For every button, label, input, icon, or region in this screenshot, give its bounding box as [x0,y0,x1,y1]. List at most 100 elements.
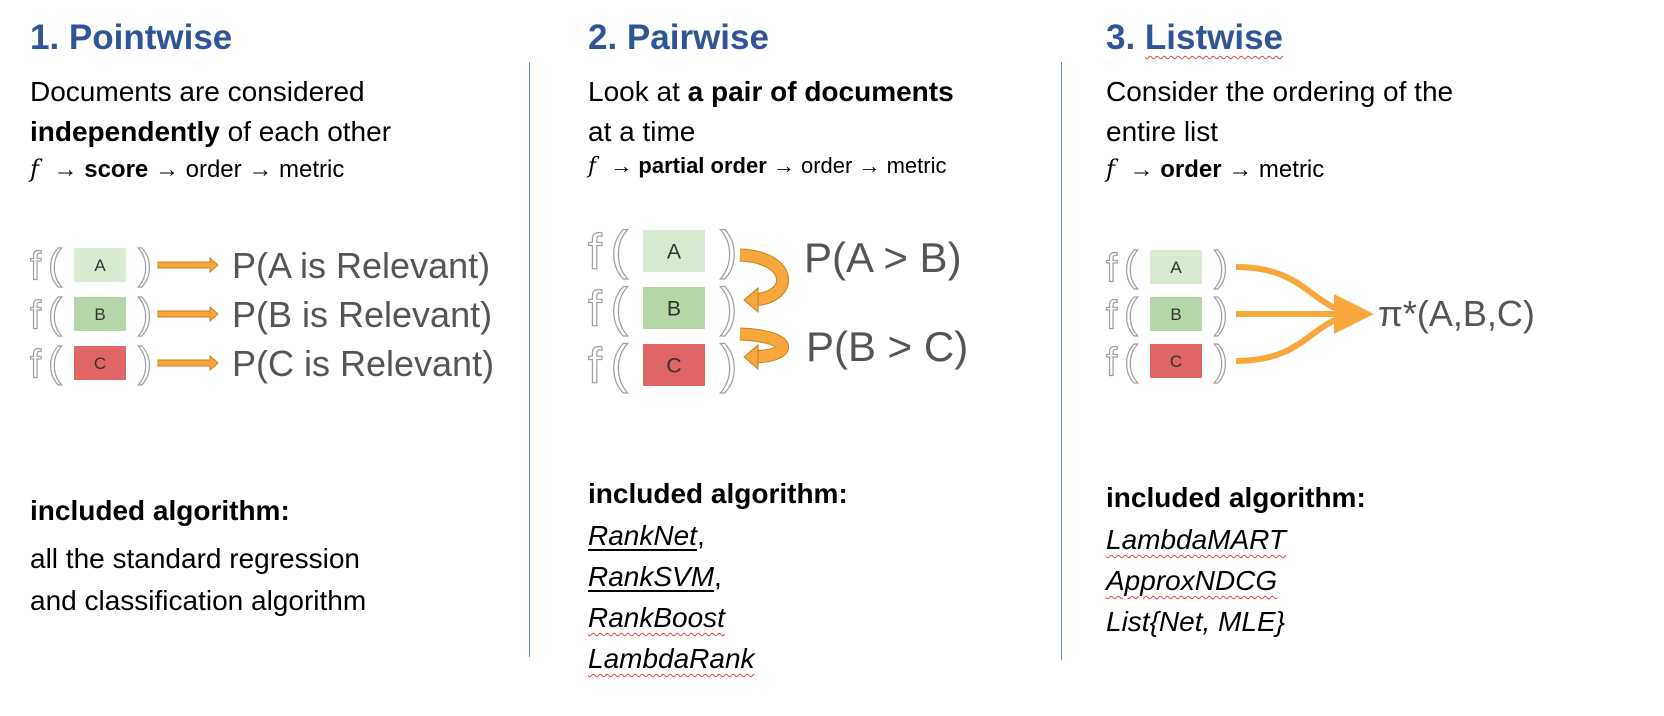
function-glyph: f [1106,340,1118,384]
listwise-desc-line2: entire list [1106,116,1219,147]
arrow-head-icon [743,343,759,371]
algo-name: RankNet [588,520,697,551]
open-paren: ( [48,241,62,288]
column-divider-1 [529,62,530,657]
output-probability: P(B is Relevant) [232,294,492,335]
pairwise-diagram: f(A)f(B)f(C)P(A > B)P(B > C) [587,220,968,394]
open-paren: ( [1124,243,1138,290]
algo-name: LambdaMART [1106,524,1287,555]
function-glyph: f [30,293,42,337]
open-paren: ( [611,221,629,280]
document-box [643,230,705,272]
function-glyph: f [1106,293,1118,337]
document-label: C [666,354,681,378]
document-label: B [667,297,681,321]
algo-item: List{Net, MLE} [1106,601,1286,642]
function-glyph: f [1106,246,1118,290]
listwise-diagram: f(A)f(B)f(C)π*(A,B,C) [1105,242,1534,385]
close-paren: ) [720,221,737,280]
pairwise-description: Look at a pair of documents at a time [588,72,954,152]
algo-name: RankBoost [588,602,725,633]
close-paren: ) [138,290,152,337]
pairwise-desc-line2: at a time [588,116,696,147]
pointwise-algo-line1: all the standard regression [30,543,360,574]
listwise-title-num: 3. [1106,18,1145,57]
formula-rest: → order → metric [766,153,947,178]
pointwise-desc-line1: Documents are considered [30,76,365,107]
arrow-head-icon [1334,294,1374,334]
pointwise-algo-heading: included algorithm: [30,495,290,526]
pair-output: P(B > C) [806,323,968,370]
document-label: C [1170,352,1182,371]
algo-name: LambdaRank [588,643,755,674]
pointwise-algo-line2: and classification algorithm [30,585,367,616]
open-paren: ( [611,335,629,394]
open-paren: ( [48,290,62,337]
arrow-icon [157,305,219,323]
document-label: A [1170,258,1182,277]
pairwise-panel: 2. Pairwise Look at a pair of documents … [587,0,1058,716]
pointwise-desc-rest: of each other [219,116,392,147]
pair-output: P(A > B) [804,234,962,281]
document-label: A [94,256,106,275]
pointwise-title: 1. Pointwise [30,18,233,57]
document-box [74,346,126,380]
document-box [643,287,705,329]
formula-bold: order [1160,156,1222,183]
listwise-title: 3. Listwise [1106,18,1283,58]
pairwise-formula: f → partial order → order → metric [588,153,946,179]
listwise-description: Consider the ordering of the entire list [1106,72,1453,152]
function-glyph: f [30,342,42,386]
document-label: B [1170,305,1181,324]
close-paren: ) [138,339,152,386]
formula-arrow: → [1122,156,1161,183]
function-glyph: f [588,338,602,394]
algo-name: List{Net, MLE} [1106,606,1285,637]
listwise-title-word: Listwise [1144,18,1284,57]
document-label: B [94,305,105,324]
document-box [643,344,705,386]
algo-name: ApproxNDCG [1106,565,1278,596]
close-paren: ) [720,278,737,337]
document-box [74,297,126,331]
close-paren: ) [1214,290,1228,337]
algo-item: RankSVM, [588,556,755,597]
close-paren: ) [720,335,737,394]
open-paren: ( [611,278,629,337]
formula-rest: → order → metric [148,156,345,183]
function-glyph: f [588,281,602,337]
open-paren: ( [1124,337,1138,384]
formula-bold: partial order [638,153,767,178]
algo-item: LambdaMART [1106,519,1286,560]
listwise-desc-line1: Consider the ordering of the [1106,76,1454,107]
pointwise-desc-bold: independently [30,116,220,147]
function-glyph: f [588,224,602,280]
output-probability: P(A is Relevant) [232,245,490,286]
arrow-icon [157,354,219,372]
open-paren: ( [48,339,62,386]
pointwise-description: Documents are considered independently o… [30,72,391,152]
output-probability: P(C is Relevant) [232,343,494,384]
pairwise-algo-list: RankNet, RankSVM, RankBoost LambdaRank [588,515,755,679]
listwise-algo-list: LambdaMART ApproxNDCG List{Net, MLE} [1106,519,1286,642]
close-paren: ) [138,241,152,288]
listwise-formula: f → order → metric [1106,155,1324,184]
curved-arrow-icon [739,249,788,306]
document-box [1150,250,1202,284]
document-label: A [667,240,682,264]
document-box [1150,344,1202,378]
close-paren: ) [1214,243,1228,290]
listwise-algo-heading: included algorithm: [1106,482,1366,513]
document-box [1150,297,1202,331]
algo-name: RankSVM [588,561,715,592]
document-label: C [94,354,106,373]
arrow-head-icon [743,286,759,314]
algo-item: ApproxNDCG [1106,560,1286,601]
pointwise-panel: 1. Pointwise Documents are considered in… [29,0,550,716]
formula-f: f [1106,155,1115,183]
formula-f: f [30,155,39,183]
formula-f: f [588,154,597,179]
algo-item: RankNet, [588,515,755,556]
formula-rest: → metric [1221,156,1325,183]
pointwise-diagram: f(A)P(A is Relevant)f(B)P(B is Relevant)… [29,240,494,387]
